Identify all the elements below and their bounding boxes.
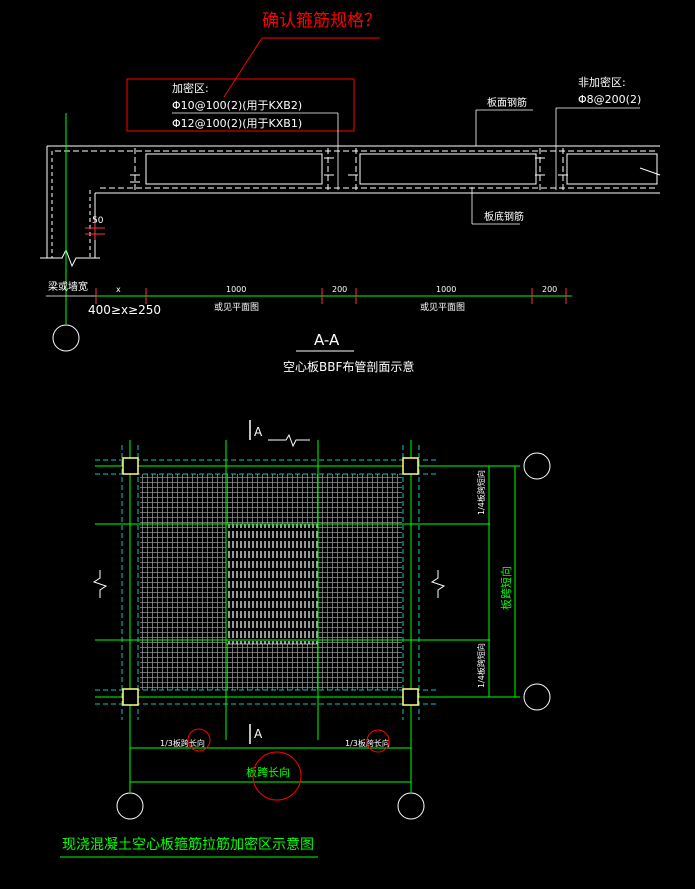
- highlight-circles: [187, 728, 390, 801]
- plan-gridlines: [95, 440, 520, 792]
- dense-zone-label: 加密区:: [172, 81, 209, 95]
- slab-outline: [46, 145, 660, 258]
- long-span-label: 板跨长向: [246, 765, 290, 779]
- slab-rebars: [55, 148, 655, 190]
- plan-beams: [95, 445, 438, 720]
- section-a-a: 确认箍筋规格？ 加密区: Φ10@100(2)(用于KXB2) Φ12@100(…: [40, 11, 661, 374]
- cut-mark-top: A: [254, 425, 263, 439]
- axis-bubble-left: [52, 324, 80, 352]
- stirrup-ticks: [130, 157, 661, 183]
- dense-rebar-2: Φ12@100(2)(用于KXB1): [172, 117, 302, 130]
- short-span-label: 板跨短向: [499, 566, 513, 610]
- see-plan-a: 或见平面图: [214, 301, 259, 313]
- annotation-box: [126, 78, 355, 132]
- see-plan-b: 或见平面图: [420, 301, 465, 313]
- plan-axis-bubbles: [116, 452, 551, 820]
- non-dense-zone-label: 非加密区:: [578, 75, 626, 89]
- non-dense-rebar: Φ8@200(2): [578, 93, 641, 106]
- dim-1000-b: 1000: [436, 285, 456, 294]
- break-mark-left: [40, 248, 100, 268]
- plan-hatch-center: [225, 523, 319, 645]
- x-range: 400≥x≥250: [88, 303, 161, 317]
- annotation-question: 确认箍筋规格？: [262, 11, 381, 31]
- top-rebar-label: 板面钢筋: [487, 96, 527, 109]
- dense-rebar-1: Φ10@100(2)(用于KXB2): [172, 99, 302, 112]
- annotation-leader: [223, 37, 263, 98]
- section-title: 空心板BBF布管剖面示意: [283, 359, 414, 374]
- cut-mark-bottom: A: [254, 727, 263, 741]
- dim-200-a: 200: [332, 285, 347, 294]
- beam-width-label: 梁或墙宽: [48, 280, 88, 293]
- dim-200-b: 200: [542, 285, 557, 294]
- dim-1000-a: 1000: [226, 285, 246, 294]
- dim-x: x: [116, 285, 121, 294]
- plan-columns: [122, 457, 419, 706]
- plan-break-marks: [92, 433, 446, 598]
- dimension-ticks: [95, 288, 567, 304]
- plan-view: A A 1/4板跨短向 1/4板跨短向 板跨短向 1/3板跨长向 1/3板跨长向…: [60, 420, 551, 858]
- dim-50: 50: [92, 216, 104, 226]
- section-mark: A-A: [314, 331, 340, 349]
- quarter-span-bottom: 1/4板跨短向: [476, 643, 486, 688]
- hollow-tubes: [145, 153, 658, 185]
- bottom-rebar-label: 板底钢筋: [484, 210, 524, 223]
- drawing-title: 现浇混凝土空心板箍筋拉筋加密区示意图: [62, 836, 314, 853]
- third-span-left: 1/3板跨长向: [160, 738, 205, 748]
- quarter-span-top: 1/4板跨短向: [476, 470, 486, 515]
